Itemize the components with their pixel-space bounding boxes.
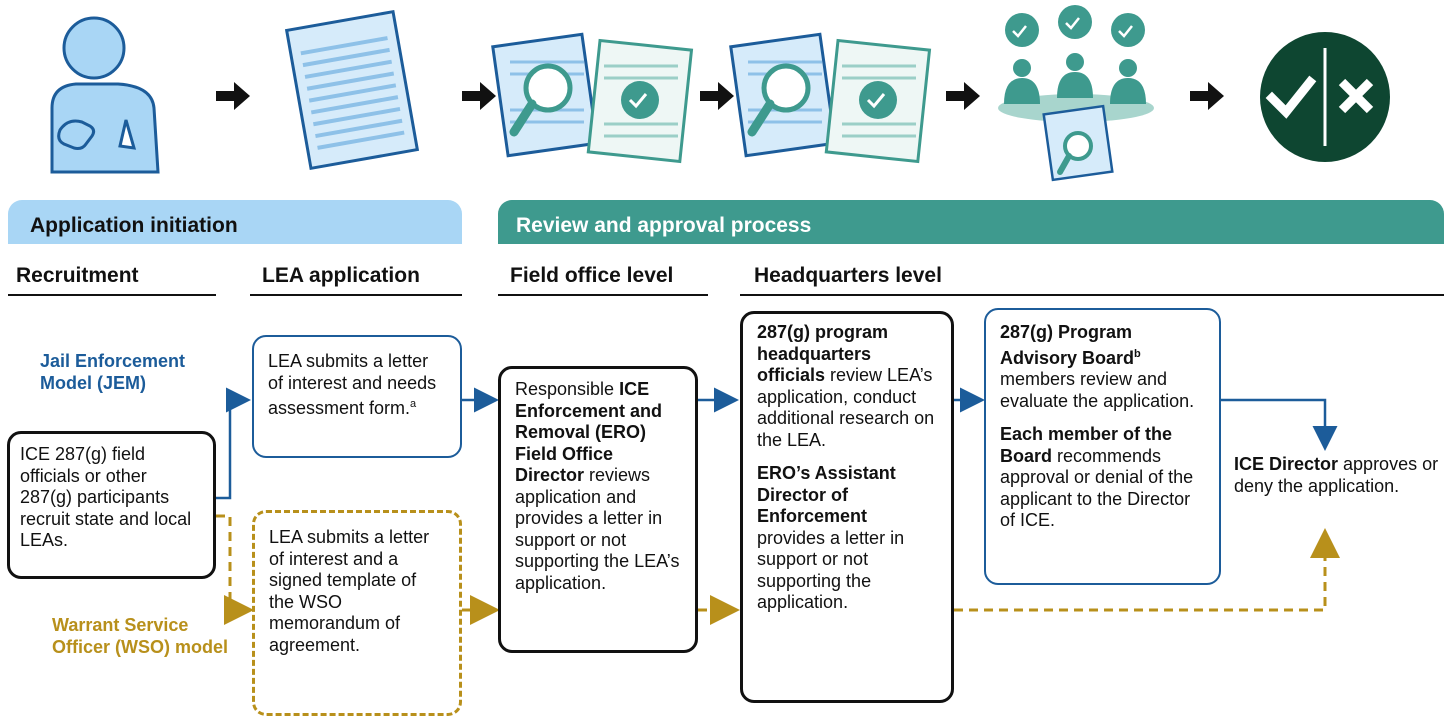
column-header-lea-application: LEA application (250, 264, 462, 296)
field-office-director-label: ICE Enforcement and Removal (ERO) Field … (515, 379, 663, 485)
field-office-text-post: reviews application and provides a lette… (515, 465, 680, 593)
ice-director-box: ICE Director approves or deny the applic… (1234, 454, 1446, 534)
wso-lea-application-text: LEA submits a letter of interest and a s… (269, 527, 430, 655)
jem-model-label: Jail Enforcement Model (JEM) (40, 351, 186, 393)
field-office-box: Responsible ICE Enforcement and Removal … (498, 366, 698, 653)
field-office-text-pre: Responsible (515, 379, 620, 399)
footnote-a: a (410, 398, 417, 410)
review-board-icon (998, 5, 1154, 182)
wso-connector-recruit (216, 514, 254, 625)
hq-officials-text: review LEA’s application, conduct additi… (757, 365, 935, 450)
wso-model-label: Warrant Service Officer (WSO) model (52, 615, 229, 657)
ero-assistant-director-text: provides a letter in support or not supp… (757, 527, 905, 613)
document-magnifier-icon (491, 32, 599, 158)
hq-officials-label: 287(g) program headquarters officials (757, 322, 889, 385)
column-header-headquarters: Headquarters level (740, 264, 1444, 296)
footnote-b: b (1134, 347, 1141, 360)
flow-arrows (216, 82, 1224, 110)
headquarters-box: 287(g) program headquarters officials re… (740, 311, 954, 703)
advisory-board-text: members review and evaluate the applicat… (1000, 369, 1195, 411)
review-approval-banner: Review and approval process (498, 200, 1444, 244)
jem-connector-director (1221, 398, 1338, 451)
approval-document-icon (824, 38, 932, 164)
process-icon-row (50, 5, 1390, 182)
wso-connector-director (954, 528, 1340, 612)
jem-lea-application-text: LEA submits a letter of interest and nee… (268, 351, 437, 418)
board-member-label: Each member of the Board (1000, 424, 1173, 466)
approve-deny-icon (1260, 32, 1390, 162)
ero-assistant-director-label: ERO’s Assistant Director of Enforcement (757, 463, 896, 526)
wso-lea-application-box: LEA submits a letter of interest and a s… (252, 510, 462, 716)
approval-document-icon (586, 38, 694, 164)
column-header-recruitment: Recruitment (8, 264, 216, 296)
recruitment-box: ICE 287(g) field officials or other 287(… (7, 431, 216, 579)
advisory-board-label: 287(g) Program Advisory Board (1000, 322, 1135, 368)
board-member-text: recommends approval or denial of the app… (1000, 445, 1194, 531)
application-initiation-banner: Application initiation (8, 200, 462, 244)
person-pointing-icon (50, 16, 160, 174)
document-magnifier-icon (729, 32, 837, 158)
ice-director-label: ICE Director (1234, 454, 1339, 474)
jem-connector-recruit (216, 387, 251, 500)
jem-lea-application-box: LEA submits a letter of interest and nee… (252, 335, 462, 458)
recruitment-text: ICE 287(g) field officials or other 287(… (20, 444, 192, 550)
ice-director-text: approves or deny the application. (1234, 454, 1439, 496)
document-icon (284, 9, 420, 171)
column-header-field-office: Field office level (498, 264, 708, 296)
advisory-board-box: 287(g) Program Advisory Boardb members r… (984, 308, 1221, 585)
